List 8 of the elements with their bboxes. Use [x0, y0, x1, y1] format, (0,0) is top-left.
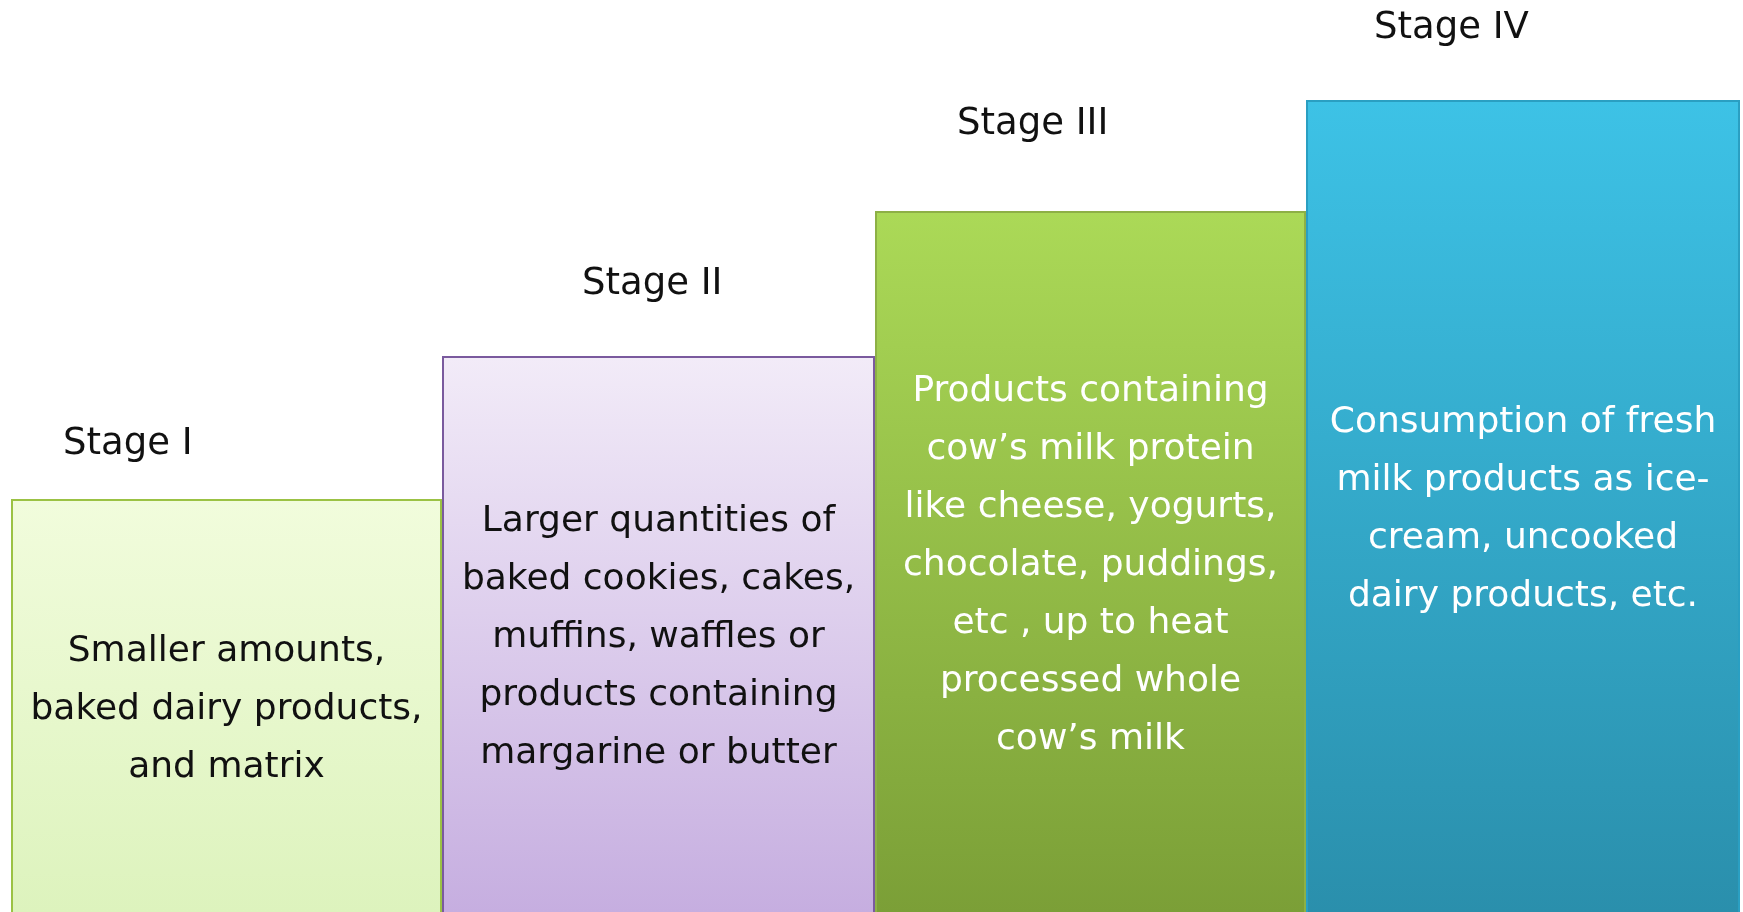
stage-heading: Stage III	[957, 100, 1109, 143]
stage-heading: Stage II	[582, 260, 723, 303]
stage-description: Smaller amounts, baked dairy products, and matrix	[29, 626, 424, 787]
stage-description: Products containing cow’s milk protein like cheese, yogurts, chocolate, puddings, etc , up to heat processed whole cow’s milk	[902, 366, 1279, 759]
stage-description: Consumption of fresh milk products as ice-cream, uncooked dairy products, etc.	[1328, 398, 1718, 616]
stage-heading: Stage I	[63, 420, 193, 463]
stage-heading: Stage IV	[1374, 4, 1529, 47]
stage-description: Larger quantities of baked cookies, cakes, muffins, waffles or products containing margarine or butter	[460, 497, 857, 773]
